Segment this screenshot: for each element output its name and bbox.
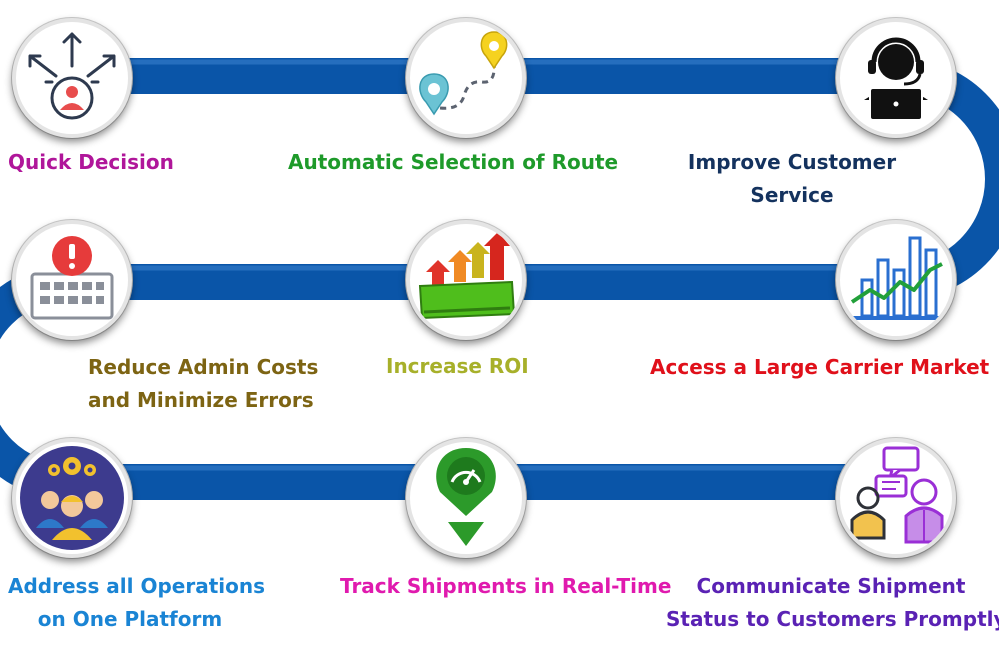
decision-arrows-person-icon <box>28 32 116 120</box>
headset-agent-laptop-icon <box>864 37 928 121</box>
reduce-costs-node <box>12 220 132 340</box>
automatic-route-node <box>406 18 526 138</box>
quick-decision-node <box>12 18 132 138</box>
carrier-market-label: Access a Large Carrier Market <box>650 355 990 379</box>
team-gears-icon <box>20 446 124 550</box>
customer-service-label: Improve Customer Service <box>687 150 897 207</box>
communicate-status-node <box>836 438 956 558</box>
address-operations-node <box>12 438 132 558</box>
address-operations-label: Address all Operations on One Platform <box>8 574 266 631</box>
reduce-costs-label: Reduce Admin Costs and Minimize Errors <box>88 355 319 412</box>
route-map-pins-icon <box>419 31 508 116</box>
communicate-status-label: Communicate Shipment Status to Customers… <box>666 574 999 631</box>
carrier-market-node <box>836 220 956 340</box>
bar-line-chart-icon <box>850 236 943 320</box>
automatic-route-label: Automatic Selection of Route <box>288 150 619 174</box>
quick-decision-label: Quick Decision <box>8 150 174 174</box>
keyboard-alert-icon <box>30 236 114 320</box>
increase-roi-label: Increase ROI <box>386 354 529 378</box>
tracking-pin-gauge-icon <box>436 448 496 546</box>
people-chat-bubbles-icon <box>850 446 944 544</box>
customer-service-node <box>836 18 956 138</box>
track-shipments-label: Track Shipments in Real-Time <box>340 574 672 598</box>
increase-roi-node <box>406 220 526 340</box>
roi-growth-arrows-icon <box>418 232 516 320</box>
track-shipments-node <box>406 438 526 558</box>
